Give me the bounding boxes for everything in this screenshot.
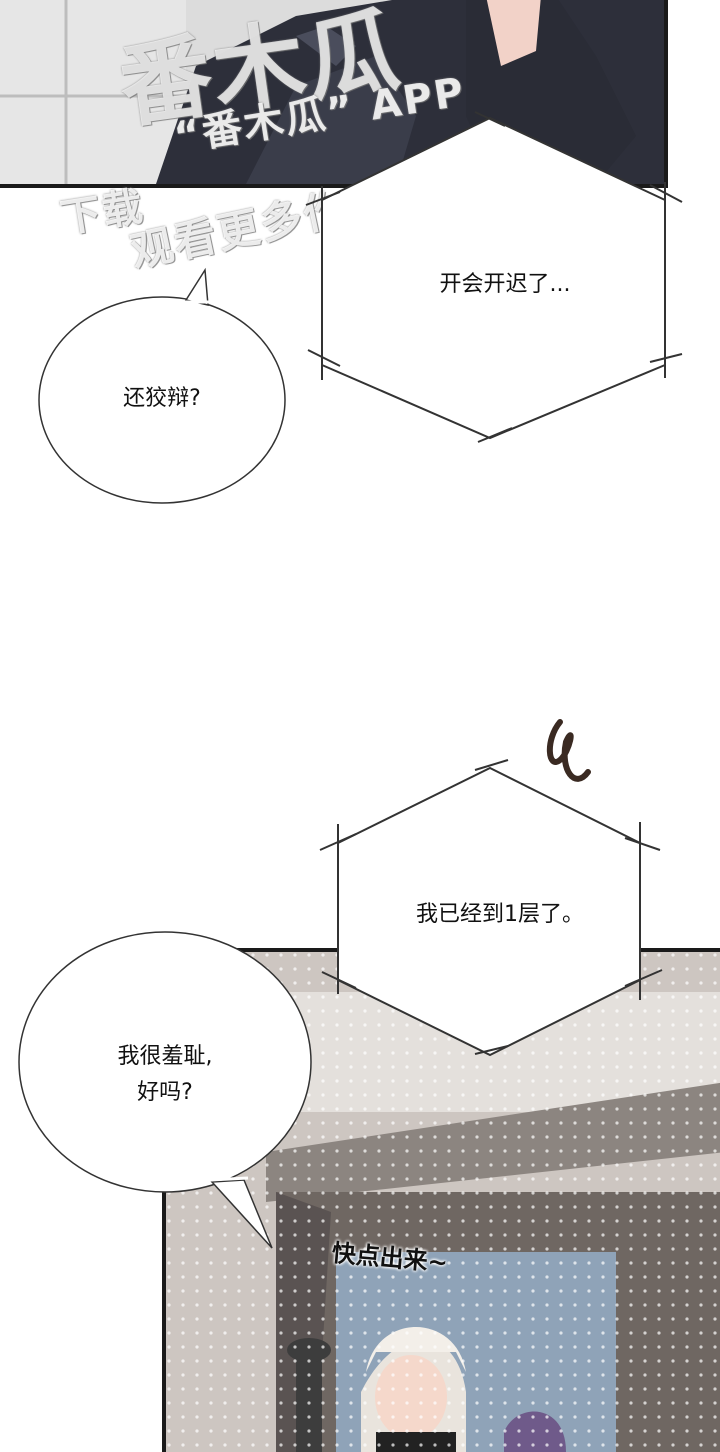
bubble-text-quibble: 还狡辩? (123, 386, 201, 411)
bubble-text-late-meeting: 开会开迟了... (439, 272, 571, 297)
speech-bubble-quibble (38, 296, 286, 504)
bubble-text-ashamed-line2: 好吗? (137, 1080, 193, 1105)
bubble-text-ashamed-line1: 我很羞耻, (117, 1044, 213, 1069)
bubble-text-first-floor: 我已经到1层了。 (416, 902, 584, 927)
squiggle-mark (546, 719, 591, 782)
speech-bubble-ashamed (18, 931, 312, 1193)
hex-bubble-late-ticks (305, 111, 683, 443)
top-comic-panel (0, 0, 668, 188)
hex-bubble-floor-ticks (319, 759, 663, 1055)
top-panel-art (0, 0, 664, 184)
